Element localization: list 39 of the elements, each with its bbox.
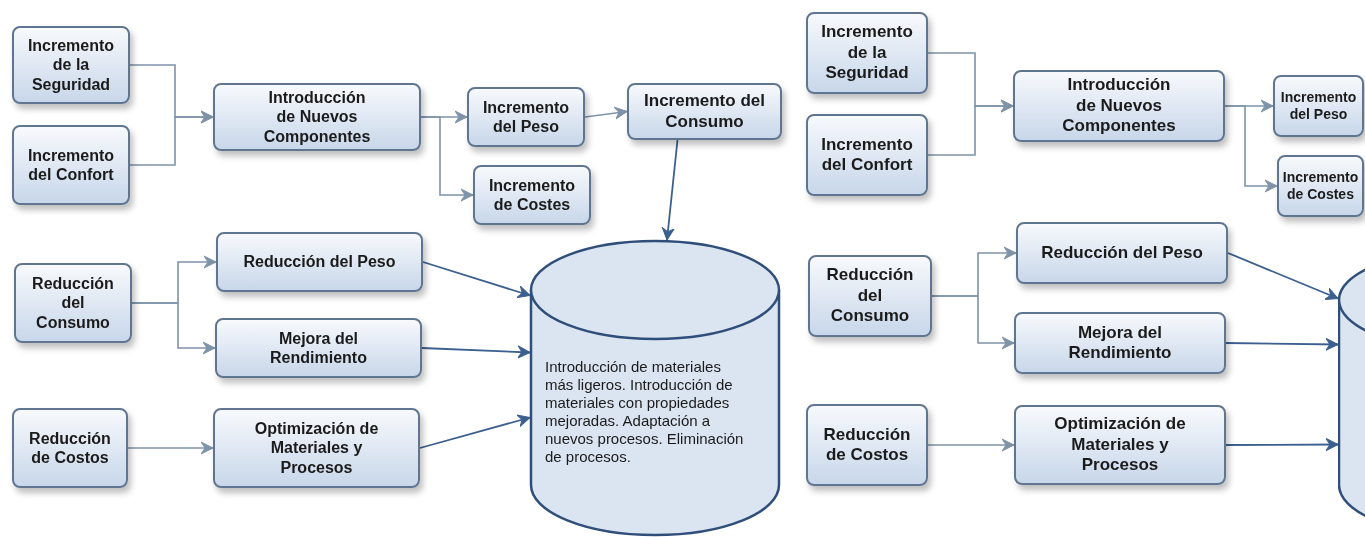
arrow — [421, 345, 531, 359]
process-box: Optimización de Materiales y Procesos — [213, 408, 420, 488]
process-box: Introducción de Nuevos Componentes — [213, 83, 421, 151]
arrow — [1227, 252, 1339, 300]
process-box: Incremento de Costes — [1277, 155, 1364, 217]
arrow — [927, 438, 1015, 452]
arrow — [1224, 105, 1278, 193]
arrow — [584, 106, 628, 120]
process-box: Incremento del Peso — [1273, 75, 1364, 137]
process-box: Reducción de Costos — [806, 404, 928, 486]
arrow — [931, 295, 1015, 350]
process-box: Incremento de Costes — [473, 165, 591, 225]
arrow — [127, 441, 214, 455]
arrow — [661, 139, 679, 241]
arrow — [1225, 337, 1339, 351]
arrow — [1225, 438, 1339, 452]
process-box: Mejora del Rendimiento — [215, 318, 422, 378]
process-box: Optimización de Materiales y Procesos — [1014, 405, 1226, 485]
process-box: Incremento del Confort — [12, 125, 130, 205]
arrow — [927, 99, 1014, 156]
arrow — [419, 414, 531, 449]
arrow — [129, 110, 214, 166]
arrow — [422, 261, 531, 299]
arrow — [131, 302, 216, 355]
process-box: Introducción de Nuevos Componentes — [1013, 70, 1225, 142]
description-text: Introducción de materiales más ligeros. Introducción de materiales con propiedades mejoradas. Adaptación a nuevos procesos. Eliminación de procesos. — [545, 358, 745, 466]
process-box: Reducción del Consumo — [808, 255, 932, 337]
process-box: Incremento del Consumo — [627, 83, 782, 140]
process-box: Reducción del Consumo — [14, 263, 132, 343]
process-box: Reducción del Peso — [1016, 222, 1228, 284]
process-box: Reducción de Costos — [12, 408, 128, 488]
process-box: Reducción del Peso — [216, 232, 423, 292]
arrow — [420, 116, 474, 202]
cylinder-shape — [530, 240, 780, 535]
process-box: Incremento del Peso — [467, 87, 585, 147]
process-box: Incremento de la Seguridad — [12, 26, 130, 104]
process-box: Incremento del Confort — [806, 114, 928, 196]
process-box: Incremento de la Seguridad — [806, 12, 928, 94]
process-box: Mejora del Rendimiento — [1014, 312, 1226, 374]
